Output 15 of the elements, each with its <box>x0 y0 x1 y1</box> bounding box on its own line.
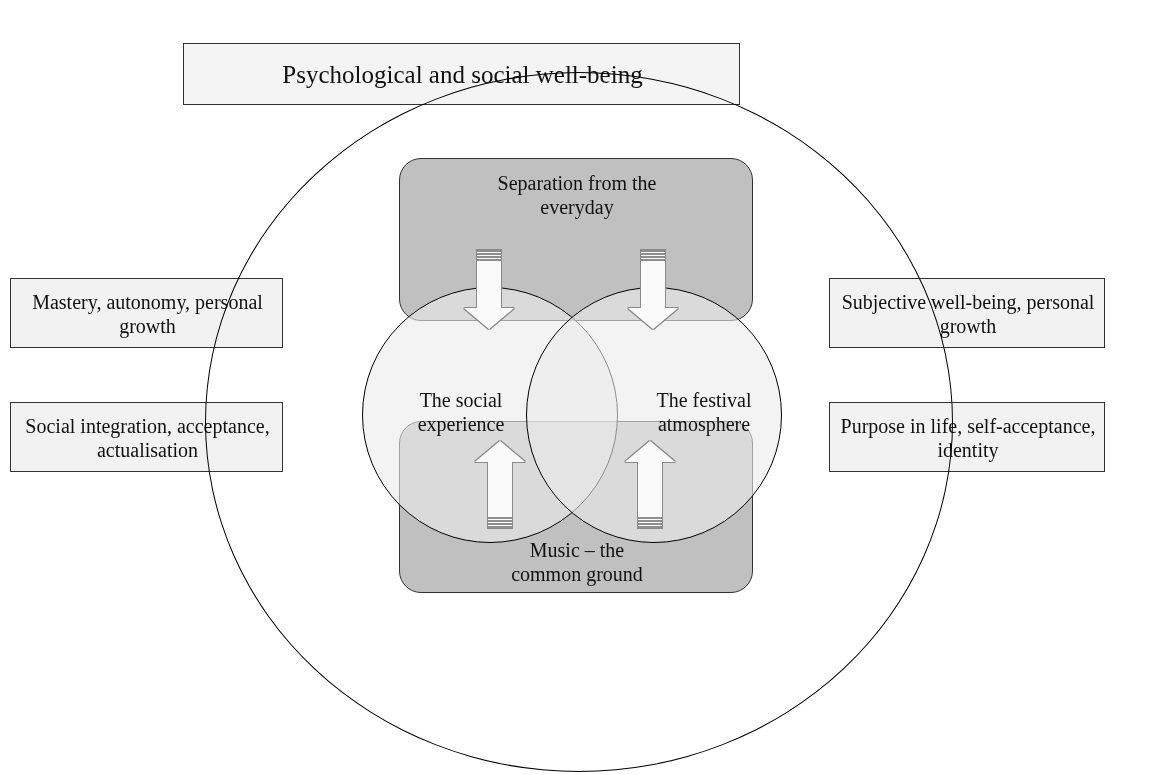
node-label: Subjective well-being, personal growth <box>840 290 1096 340</box>
outcome-box <box>829 278 1105 348</box>
node-label: The festival atmosphere <box>655 388 753 438</box>
block-arrow <box>625 441 675 528</box>
outcome-box <box>829 402 1105 472</box>
node-label: Music – the common ground <box>510 538 644 588</box>
block-arrow <box>628 250 678 329</box>
block-arrow <box>464 250 514 329</box>
node-label: The social experience <box>416 388 506 438</box>
node-label: Separation from the everyday <box>496 171 658 221</box>
theme-box <box>399 158 753 321</box>
block-arrow <box>475 441 525 528</box>
outcome-box <box>10 402 283 472</box>
title-box <box>183 43 740 105</box>
outcome-box <box>10 278 283 348</box>
